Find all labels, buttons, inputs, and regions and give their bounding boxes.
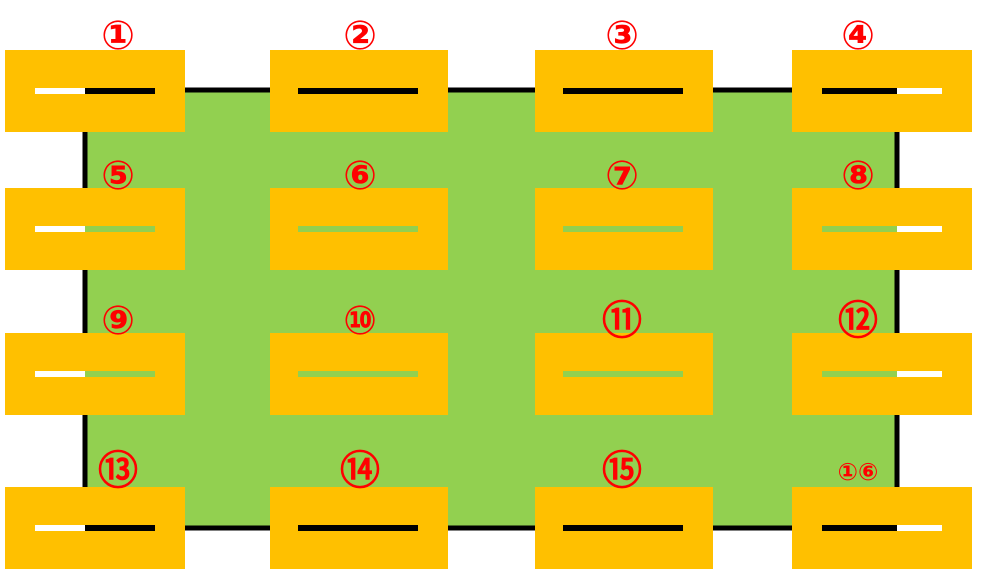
pad-number-label: ⑦ [605,153,639,199]
pad-6: ⑥ [270,153,448,270]
pad-slot [822,226,897,232]
pad-number-label: ④ [841,13,875,59]
pad-number-label: ⑪ [602,298,642,344]
pad-2: ② [270,13,448,132]
pad-slot [35,226,85,232]
pad-slot [85,226,155,232]
pad-slot [85,371,155,377]
pad-5: ⑤ [5,153,185,270]
pad-slot [35,525,85,531]
pad-slot [897,88,942,94]
pad-slot [35,371,85,377]
pad-number-label: ⑫ [838,298,878,344]
pad-slot [35,88,85,94]
pad-3: ③ [535,13,713,132]
pad-number-label: ⑤ [101,153,135,199]
pad-16: ①⑥ [792,458,972,569]
pad-slot [563,226,683,232]
pad-number-label: ⑭ [340,448,380,494]
green-board [82,87,900,531]
pad-number-label: ⑥ [343,153,377,199]
pad-slot [563,525,683,531]
pad-slot [563,371,683,377]
pad-slot [298,371,418,377]
pad-slot [822,88,897,94]
pad-slot [897,371,942,377]
pad-slot [897,226,942,232]
pad-9: ⑨ [5,298,185,415]
pad-number-label: ①⑥ [838,458,879,486]
pad-slot [298,226,418,232]
pad-slot [822,525,897,531]
pad-10: ⑩ [270,298,448,415]
pad-number-label: ⑮ [602,448,642,494]
pad-slot [85,88,155,94]
pad-number-label: ① [101,13,135,59]
pad-14: ⑭ [270,448,448,569]
pad-number-label: ⑨ [101,298,135,344]
pad-1: ① [5,13,185,132]
pad-number-label: ⑩ [343,298,377,344]
pad-slot [298,525,418,531]
pad-slot [822,371,897,377]
pad-number-label: ⑧ [841,153,875,199]
pad-4: ④ [792,13,972,132]
pad-slot [298,88,418,94]
pad-slot [897,525,942,531]
pad-15: ⑮ [535,448,713,569]
pad-number-label: ⑬ [98,448,138,494]
pad-number-label: ② [343,13,377,59]
pad-slot [85,525,155,531]
pad-number-label: ③ [605,13,639,59]
pad-slot [563,88,683,94]
pad-7: ⑦ [535,153,713,270]
pads-layer: ① ② ③ ④ ⑤ ⑥ ⑦ ⑧ ⑨ ⑩ ⑪ ⑫ ⑬ ⑭ ⑮ ①⑥ [5,13,972,569]
pad-11: ⑪ [535,298,713,415]
pad-8: ⑧ [792,153,972,270]
pad-12: ⑫ [792,298,972,415]
pad-13: ⑬ [5,448,185,569]
